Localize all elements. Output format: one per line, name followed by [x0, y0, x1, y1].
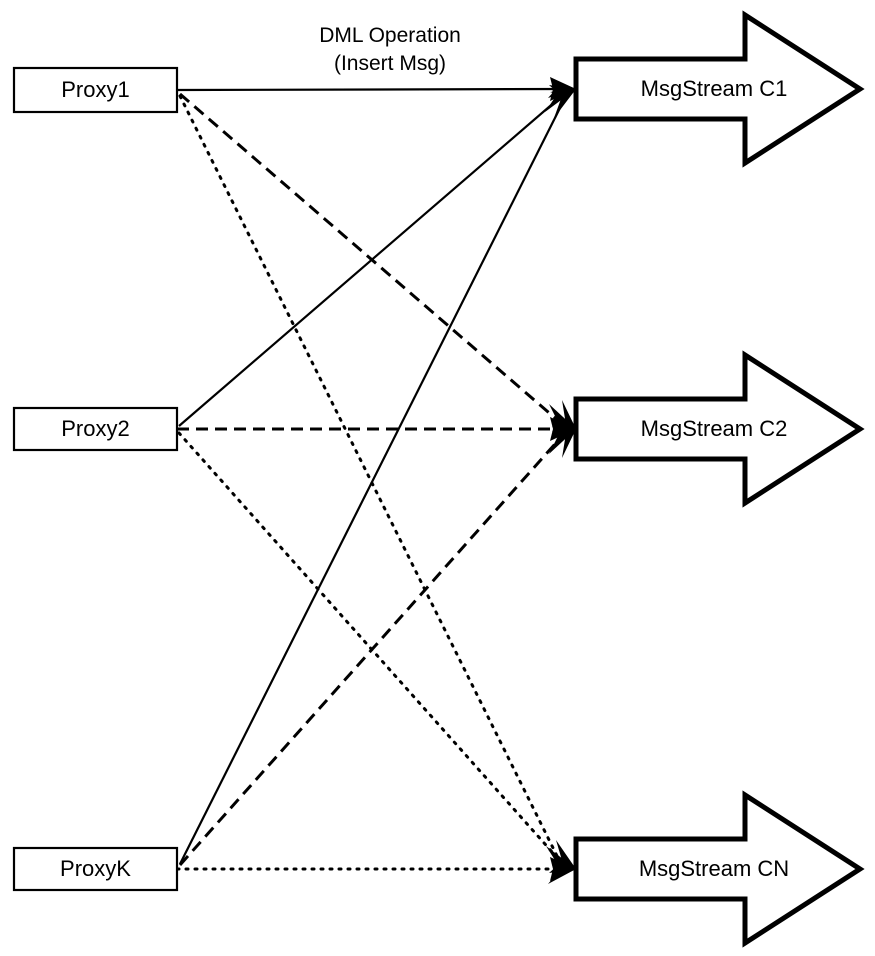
connection-proxy2-to-stream-cn	[177, 431, 563, 864]
stream-node-c2[interactable]: MsgStream C2	[573, 350, 865, 508]
proxy2-label: Proxy2	[61, 416, 129, 441]
connection-proxy1-to-stream-cn	[178, 94, 562, 864]
edge-label-line2: (Insert Msg)	[334, 52, 446, 75]
stream-cn-arrow-shape[interactable]	[573, 790, 865, 948]
proxy1-label: Proxy1	[61, 77, 129, 102]
arrowhead-cluster-stream-c1	[545, 77, 576, 118]
arrowhead-cluster-stream-cn	[546, 840, 576, 884]
stream-c2-label: MsgStream C2	[641, 416, 788, 441]
proxy-node-proxy1[interactable]: Proxy1	[12, 66, 179, 114]
proxyk-box[interactable]	[12, 846, 179, 892]
stream-c1-arrow-shape[interactable]	[573, 10, 865, 168]
proxy-node-proxyk[interactable]: ProxyK	[12, 846, 179, 892]
stream-c2-arrow-shape[interactable]	[573, 350, 865, 508]
stream-node-cn[interactable]: MsgStream CN	[573, 790, 865, 948]
proxy-node-proxy2[interactable]: Proxy2	[12, 406, 179, 452]
connection-proxyk-to-stream-c2	[178, 434, 565, 866]
stream-node-c1[interactable]: MsgStream C1	[573, 10, 865, 168]
connection-proxy2-to-stream-c1	[178, 93, 565, 427]
proxy2-box[interactable]	[12, 406, 179, 452]
proxy1-box[interactable]	[12, 66, 179, 114]
stream-cn-label: MsgStream CN	[639, 856, 789, 881]
connection-proxy1-to-stream-c1	[176, 87, 567, 92]
arrowhead-cluster-stream-c2	[549, 400, 576, 458]
stream-c1-label: MsgStream C1	[641, 76, 788, 101]
proxyk-label: ProxyK	[60, 856, 131, 881]
edge-label-line1: DML Operation	[319, 24, 461, 47]
edge-label-dml-operation: DML Operation (Insert Msg)	[319, 24, 461, 75]
connection-proxyk-to-stream-c1	[179, 95, 567, 865]
